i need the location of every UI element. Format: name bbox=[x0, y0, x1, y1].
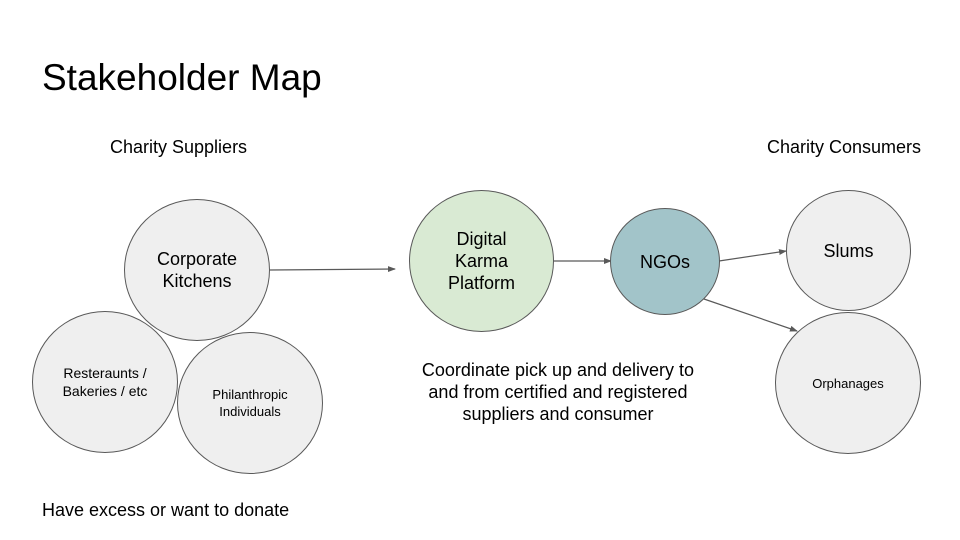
node-label: Philanthropic Individuals bbox=[212, 387, 288, 419]
arrow-ngos-to-slums bbox=[718, 249, 787, 262]
suppliers-caption: Have excess or want to donate bbox=[42, 500, 290, 520]
node-label: NGOs bbox=[639, 251, 690, 272]
node-corporate-kitchens[interactable]: Corporate Kitchens bbox=[124, 199, 270, 341]
node-orphanages[interactable]: Orphanages bbox=[775, 312, 921, 454]
node-label: Orphanages bbox=[812, 375, 884, 391]
node-ngos[interactable]: NGOs bbox=[610, 208, 720, 315]
node-label: Digital Karma Platform bbox=[447, 229, 516, 293]
node-label: Corporate Kitchens bbox=[156, 249, 238, 291]
consumers-heading: Charity Consumers bbox=[767, 137, 922, 157]
node-label: Resteraunts / Bakeries / etc bbox=[62, 365, 148, 399]
node-restaurants[interactable]: Resteraunts / Bakeries / etc bbox=[32, 311, 178, 453]
page-title: Stakeholder Map bbox=[42, 57, 322, 98]
node-philanthropic-individuals[interactable]: Philanthropic Individuals bbox=[177, 332, 323, 474]
arrow-kitchens-to-platform bbox=[269, 266, 396, 273]
arrow-ngos-to-orphanages bbox=[703, 298, 798, 332]
suppliers-heading: Charity Suppliers bbox=[110, 137, 248, 157]
platform-caption: Coordinate pick up and delivery to and f… bbox=[421, 360, 695, 424]
node-digital-karma-platform[interactable]: Digital Karma Platform bbox=[409, 190, 554, 332]
node-label: Slums bbox=[823, 240, 874, 261]
node-slums[interactable]: Slums bbox=[786, 190, 911, 311]
